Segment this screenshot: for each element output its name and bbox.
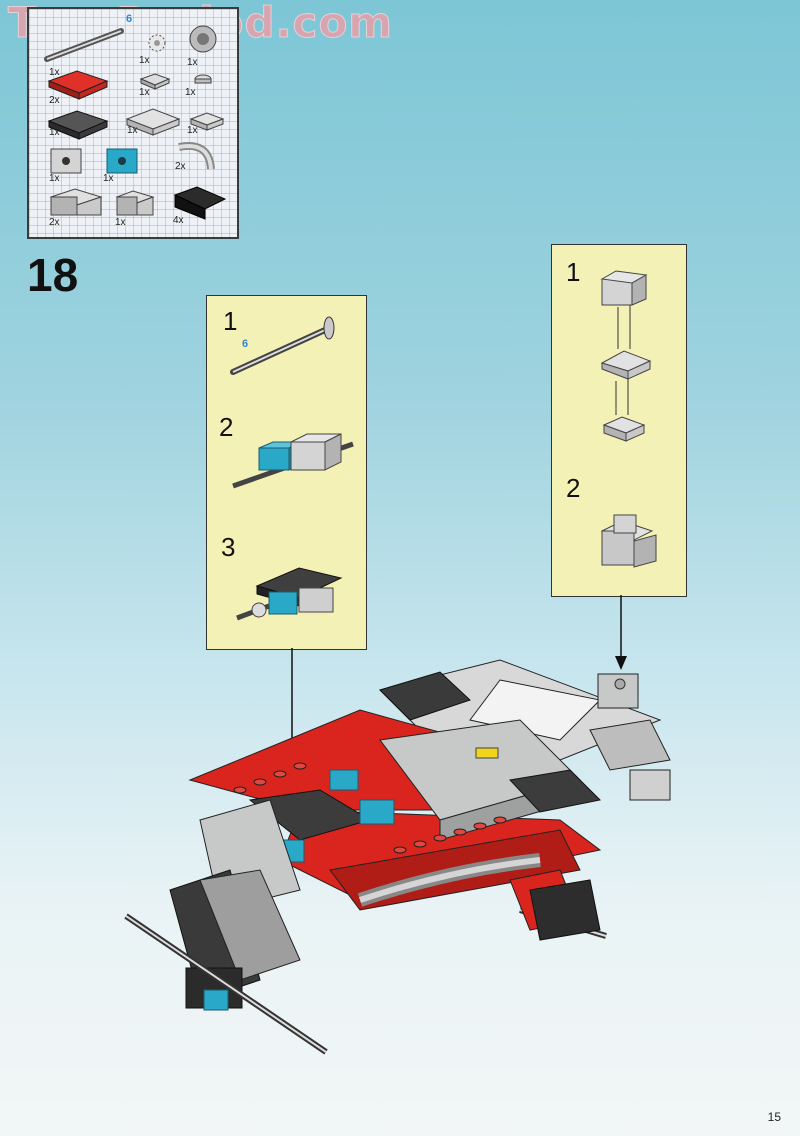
- right-substep2-assembly: [600, 514, 657, 568]
- parts-list-illustrations: [44, 25, 227, 220]
- substep3-assembly: [236, 567, 343, 621]
- light-small-plate-part: [189, 112, 225, 131]
- red-plate-part: [47, 70, 109, 100]
- qty-gray-brick-1x2: 1x: [115, 217, 126, 228]
- qty-axle: 1x: [49, 67, 60, 78]
- right-subassembly-illustrations: [600, 270, 657, 568]
- blue-technic-part: [106, 148, 138, 174]
- gray-brick-2x2-part: [49, 188, 103, 216]
- qty-hose-elbow: 2x: [175, 161, 186, 172]
- qty-blue-technic: 1x: [103, 173, 114, 184]
- parts-axle-length-label: 6: [126, 13, 133, 25]
- qty-gray-technic: 1x: [49, 173, 60, 184]
- axle-part: [44, 28, 124, 62]
- round-plate-part: [194, 74, 212, 84]
- black-slope-part: [173, 186, 227, 220]
- right-substep1-bricks: [600, 270, 652, 442]
- qty-round-plate: 1x: [185, 87, 196, 98]
- left-substep-3-number: 3: [221, 532, 236, 562]
- gear-small-part: [148, 34, 166, 52]
- dark-plate-part: [47, 110, 109, 140]
- qty-light-plate: 1x: [127, 125, 138, 136]
- qty-gray-brick-2x2: 2x: [49, 217, 60, 228]
- left-substep-1-number: 1: [223, 306, 238, 336]
- left-axle-length-label: 6: [242, 338, 249, 350]
- right-substep-1-number: 1: [566, 257, 581, 287]
- step-number: 18: [27, 249, 79, 301]
- right-pointer-arrow: [615, 656, 627, 670]
- right-subassembly-panel: 1 2: [551, 244, 687, 597]
- qty-light-small-plate: 1x: [187, 125, 198, 136]
- qty-gear-small: 1x: [139, 55, 150, 66]
- gray-technic-part: [50, 148, 82, 174]
- gray-brick-1x2-part: [115, 190, 155, 216]
- qty-black-slope: 4x: [173, 215, 184, 226]
- right-substep-2-number: 2: [566, 473, 581, 503]
- parts-list: 6 1x 1x 1x 2x 1x 1x 1x 1x 1x 1x 1x 2x 2x…: [27, 7, 239, 239]
- left-substep-2-number: 2: [219, 412, 234, 442]
- left-subassembly-panel: 1 6 2 3: [206, 295, 367, 650]
- substep2-assembly: [232, 433, 354, 489]
- qty-red-plate: 2x: [49, 95, 60, 106]
- hose-elbow-part: [178, 142, 215, 170]
- left-subassembly-illustrations: [230, 316, 354, 621]
- light-plate-part: [125, 108, 181, 136]
- qty-gear-round: 1x: [187, 57, 198, 68]
- gray-tile-part: [139, 73, 171, 90]
- substep1-axle: [230, 316, 335, 375]
- gear-round-part: [189, 25, 217, 53]
- chassis: [124, 659, 671, 1055]
- qty-dark-plate: 1x: [49, 127, 60, 138]
- page-number: 15: [767, 1110, 781, 1124]
- qty-gray-tile: 1x: [139, 87, 150, 98]
